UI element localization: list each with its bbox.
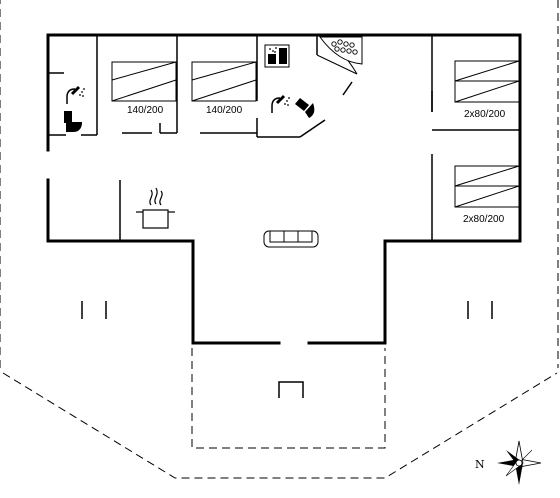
bed-bedroom-4 [454, 165, 520, 208]
sauna-icon [264, 44, 290, 68]
bed-label-bedroom-2: 140/200 [206, 105, 243, 116]
shower-icon [66, 85, 85, 104]
sofa-icon [263, 230, 319, 248]
compass-north-label: N [475, 458, 485, 471]
whirlpool-icon [319, 36, 363, 65]
bed-label-bedroom-3: 2x80/200 [464, 109, 506, 120]
exterior-walls [46, 33, 522, 345]
outdoor-markers [81, 301, 493, 398]
toilet-icon [64, 111, 82, 132]
bed-label-bedroom-1: 140/200 [127, 105, 164, 116]
interior-walls [48, 35, 520, 241]
bed-label-bedroom-4: 2x80/200 [463, 214, 505, 225]
cooking-pot-icon [136, 187, 175, 229]
shower-icon-2 [271, 94, 290, 113]
bed-bedroom-1 [111, 61, 177, 102]
bed-bedroom-2 [191, 61, 257, 102]
terrace [191, 348, 386, 449]
toilet-icon-2 [295, 98, 315, 118]
plot-boundary [0, 0, 559, 479]
bed-bedroom-3 [454, 60, 520, 103]
compass-rose-icon [497, 440, 542, 485]
